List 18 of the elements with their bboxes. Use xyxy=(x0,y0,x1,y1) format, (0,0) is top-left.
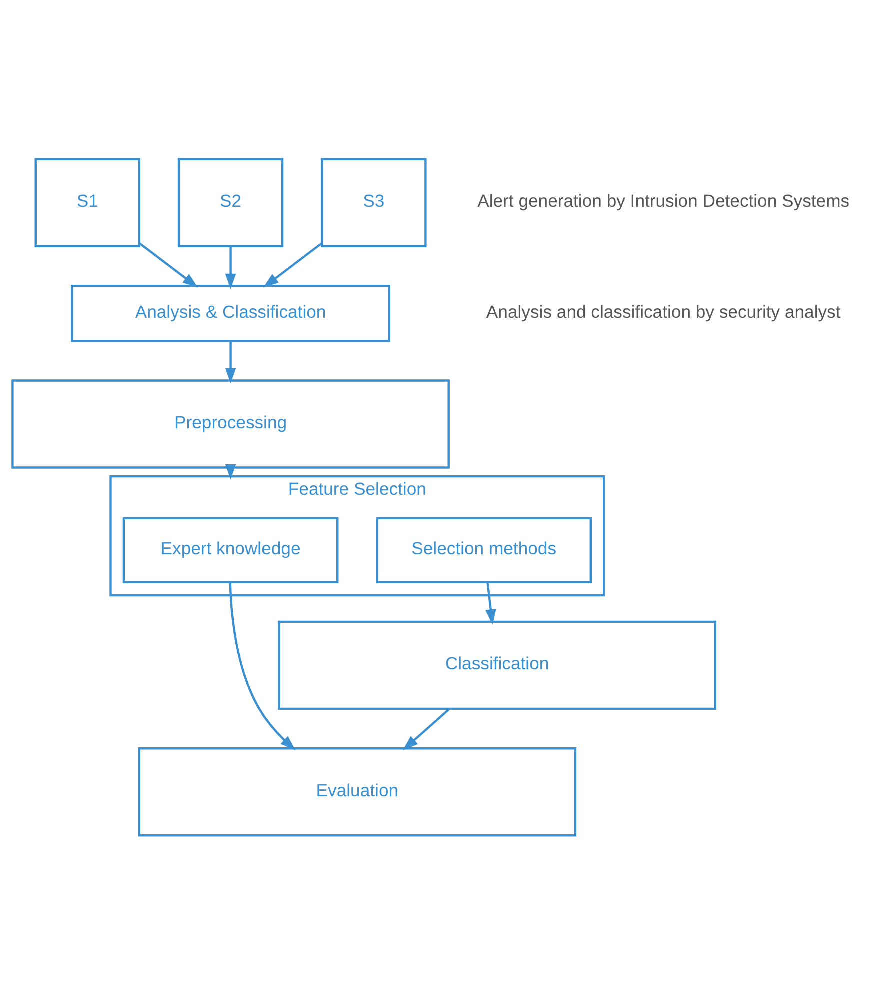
node-box: Analysis & Classification xyxy=(71,284,390,342)
node-box: S3 xyxy=(321,158,427,247)
node-box: S1 xyxy=(34,158,140,247)
node-box: Selection methods xyxy=(376,516,592,583)
arrow xyxy=(402,708,450,750)
arrow xyxy=(139,242,198,288)
label: Alert generation by Intrusion Detection Systems xyxy=(478,190,850,211)
node-box: Classification xyxy=(278,620,716,710)
arrow xyxy=(486,582,496,624)
arrow xyxy=(225,340,236,384)
node-box: Expert knowledge xyxy=(122,516,339,583)
arrow xyxy=(263,242,323,288)
arrow xyxy=(229,582,296,750)
node-box: S2 xyxy=(178,158,284,247)
node-box: Evaluation xyxy=(138,747,577,836)
arrow xyxy=(225,464,236,480)
arrow xyxy=(225,246,236,289)
label: Analysis and classification by security analyst xyxy=(486,301,841,322)
